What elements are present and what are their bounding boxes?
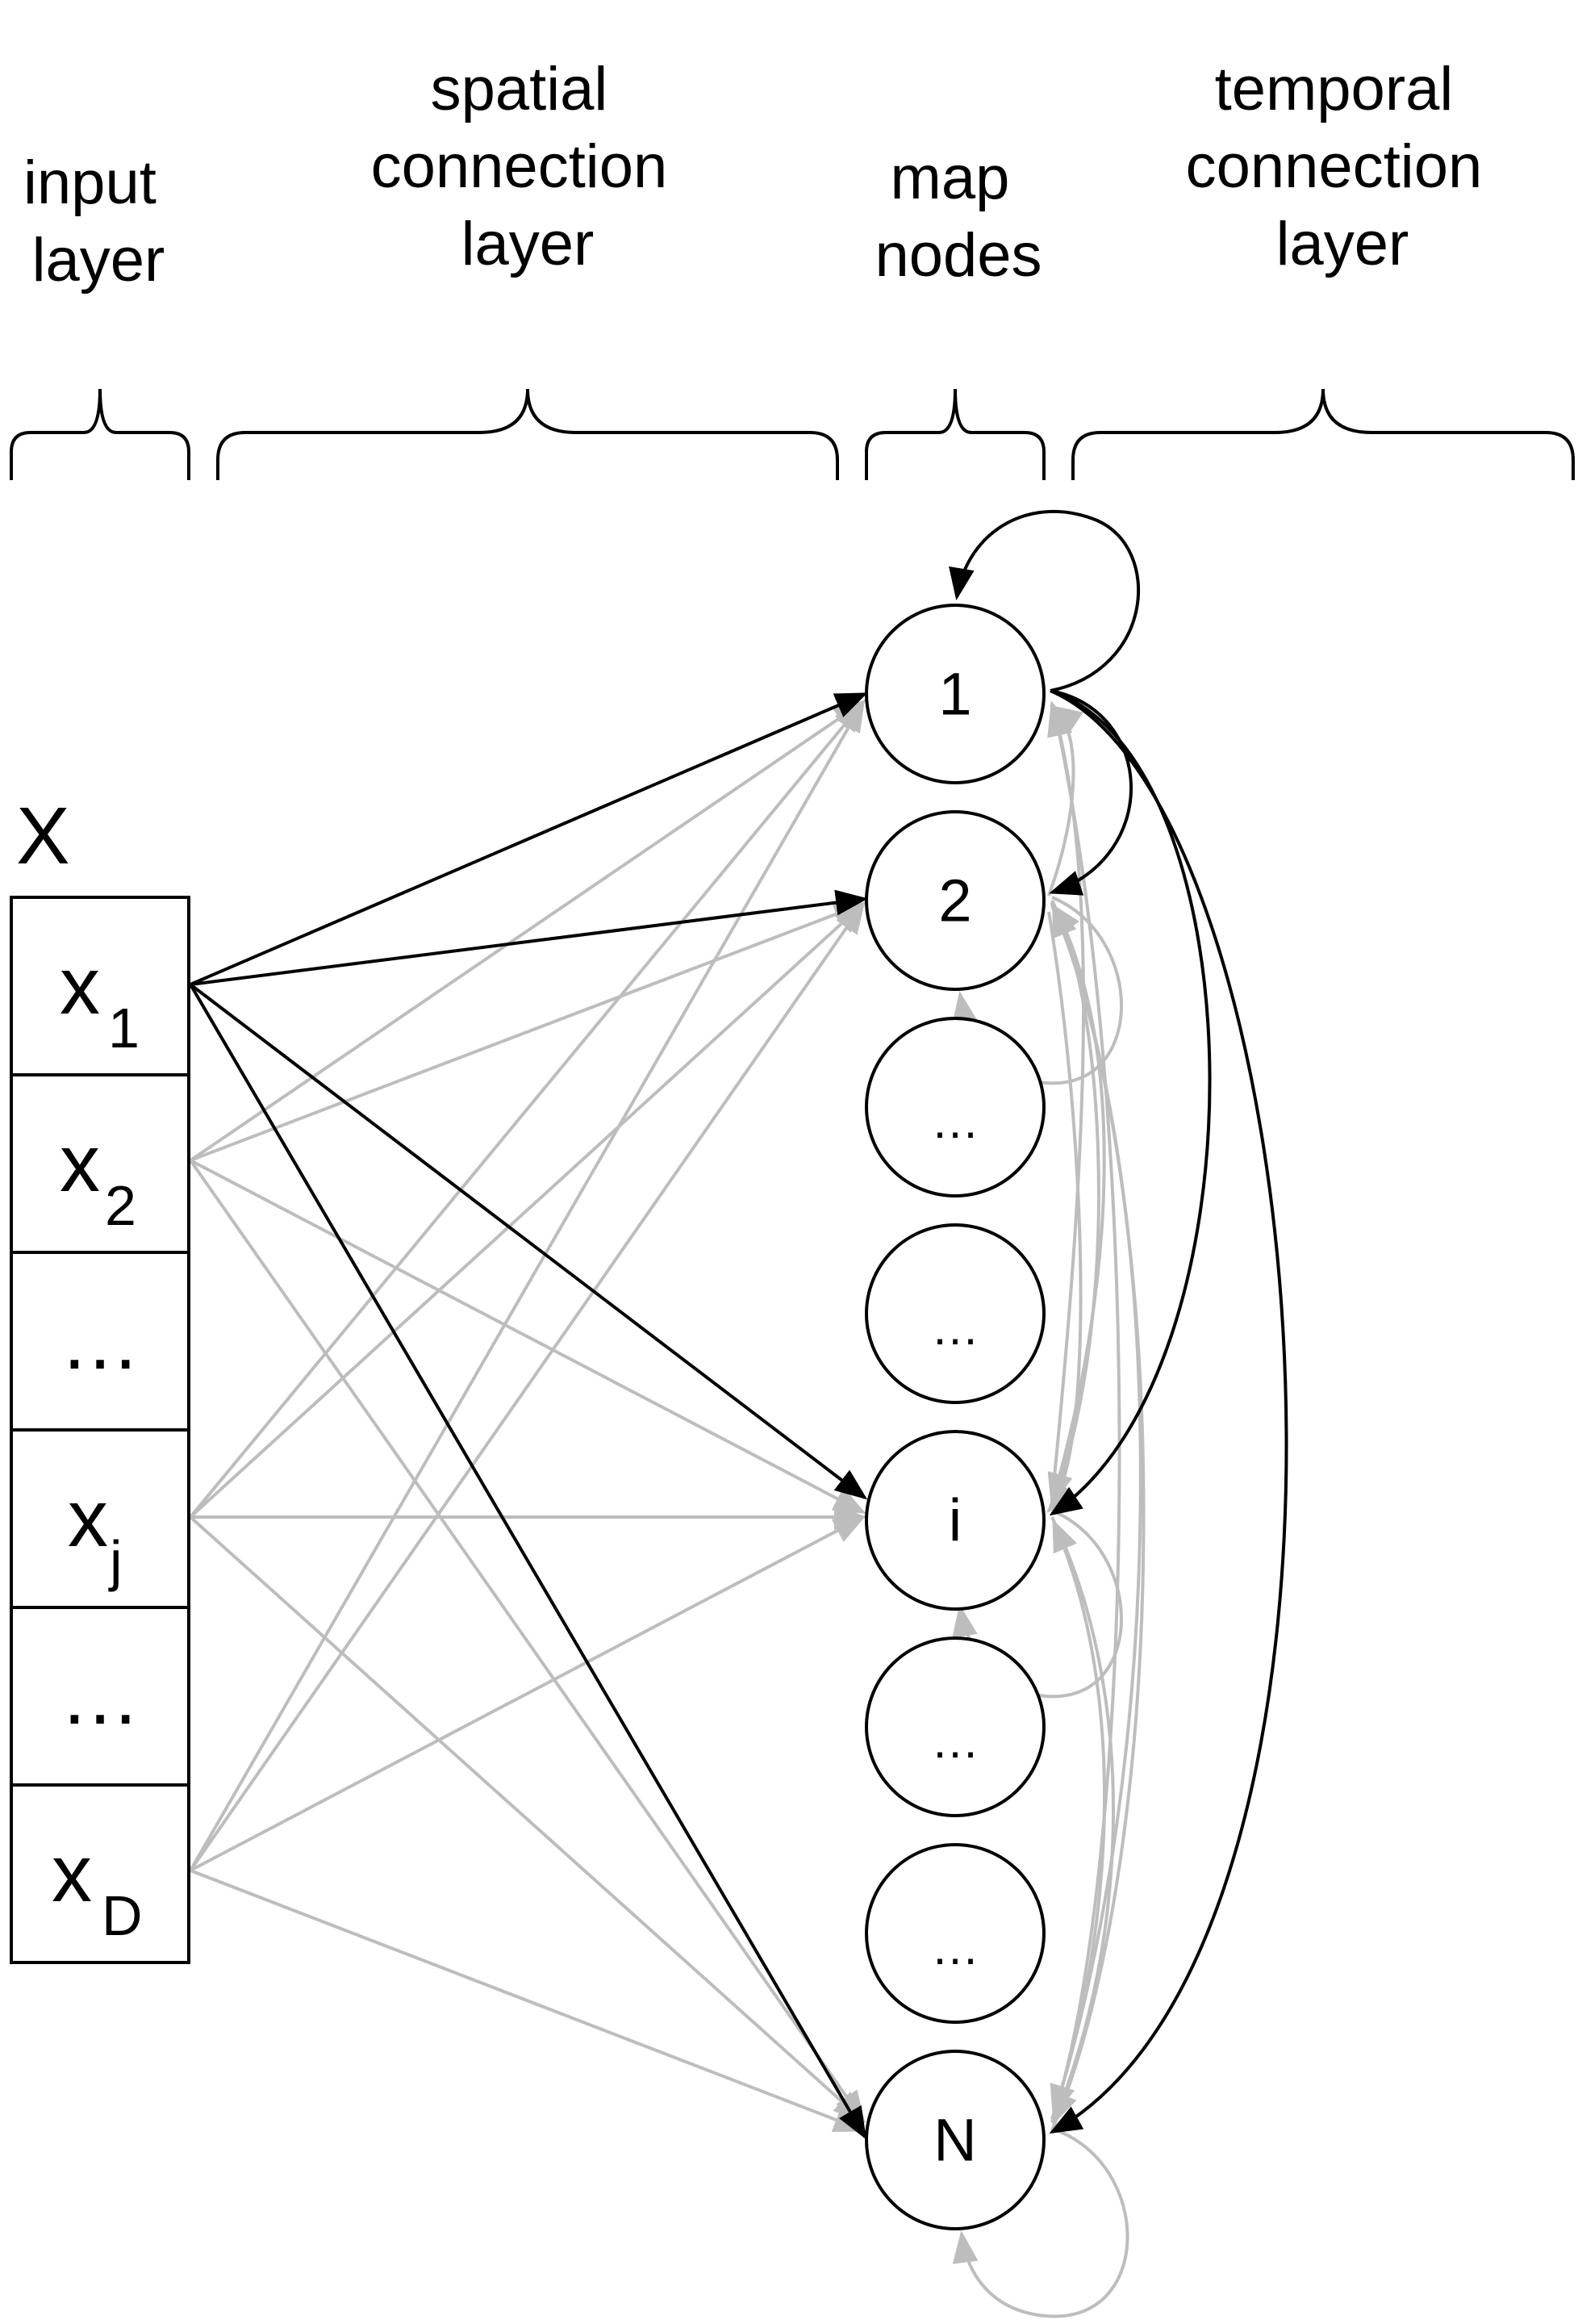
svg-text:1: 1 bbox=[108, 997, 140, 1060]
map-node-ellipsis-3: … bbox=[865, 1636, 1046, 1817]
svg-text:…: … bbox=[931, 1921, 979, 1975]
map-node-1: 1 bbox=[865, 604, 1046, 784]
brace-map-nodes bbox=[865, 388, 1046, 480]
svg-text:x: x bbox=[68, 1473, 108, 1564]
svg-text:i: i bbox=[949, 1487, 962, 1554]
svg-text:2: 2 bbox=[938, 867, 971, 934]
header-input-layer: input layer bbox=[23, 148, 173, 295]
map-node-ellipsis-4: … bbox=[865, 1843, 1046, 2024]
input-vector: X x 1 x 2 … x j … x D bbox=[10, 791, 190, 1964]
svg-text:…: … bbox=[60, 1651, 140, 1741]
svg-text:…: … bbox=[931, 1094, 979, 1148]
header-map-nodes: map nodes bbox=[875, 144, 1042, 290]
map-node-2: 2 bbox=[865, 810, 1046, 991]
input-cell-j: x j bbox=[10, 1428, 190, 1609]
input-cell-ellipsis-2: … bbox=[10, 1606, 190, 1787]
brace-input-layer bbox=[10, 388, 190, 480]
input-cell-1: x 1 bbox=[10, 896, 190, 1076]
input-cell-ellipsis-1: … bbox=[10, 1251, 190, 1432]
svg-text:x: x bbox=[60, 941, 100, 1031]
svg-text:…: … bbox=[931, 1714, 979, 1768]
brace-temporal-connection-layer bbox=[1071, 388, 1575, 480]
spatial-connections-gray bbox=[189, 699, 866, 2132]
temporal-connections-gray bbox=[952, 700, 1146, 2318]
map-node-i: i bbox=[865, 1430, 1046, 1611]
map-node-ellipsis-1: … bbox=[865, 1017, 1046, 1198]
header-temporal-connection-layer: temporal connection layer bbox=[1186, 55, 1500, 278]
map-node-ellipsis-2: … bbox=[865, 1223, 1046, 1404]
temporal-connections-node-1 bbox=[949, 509, 1288, 2134]
svg-text:2: 2 bbox=[105, 1174, 136, 1237]
input-cell-2: x 2 bbox=[10, 1073, 190, 1254]
svg-text:x: x bbox=[52, 1829, 92, 1919]
brace-spatial-connection-layer bbox=[216, 388, 839, 480]
spatial-connections-x1 bbox=[189, 692, 868, 2140]
svg-text:D: D bbox=[102, 1884, 143, 1947]
map-nodes: 1 2 … … i … … N bbox=[865, 604, 1046, 2230]
input-vector-label: X bbox=[16, 791, 70, 881]
svg-text:x: x bbox=[60, 1118, 100, 1209]
svg-text:j: j bbox=[108, 1529, 123, 1592]
input-cell-d: x D bbox=[10, 1783, 190, 1964]
svg-text:N: N bbox=[933, 2107, 976, 2174]
svg-text:1: 1 bbox=[938, 661, 971, 728]
svg-text:…: … bbox=[60, 1296, 140, 1386]
header-spatial-connection-layer: spatial connection layer bbox=[371, 55, 685, 278]
svg-text:…: … bbox=[931, 1301, 979, 1355]
map-node-n: N bbox=[865, 2050, 1046, 2230]
